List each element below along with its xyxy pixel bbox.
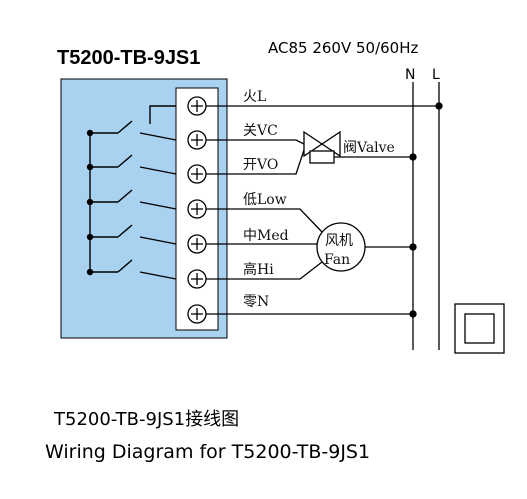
bus-node-4 xyxy=(86,233,94,241)
terminal-label-med: 中Med xyxy=(243,228,289,244)
node-live xyxy=(435,102,443,110)
fan-label-en: Fan xyxy=(324,252,350,268)
switch-blade-2 xyxy=(117,154,133,168)
wire-fan-low xyxy=(206,208,323,233)
wire-fan-hi xyxy=(206,261,323,280)
caption-chinese: T5200-TB-9JS1接线图 xyxy=(54,409,240,430)
bus-node-5 xyxy=(86,268,94,276)
terminal-label-hi: 高Hi xyxy=(243,261,274,278)
node-fan xyxy=(409,243,417,251)
terminal-label-live: 火L xyxy=(243,89,266,105)
switch-blade-5 xyxy=(117,259,133,273)
valve-label: 阀Valve xyxy=(343,140,395,156)
fan-symbol xyxy=(316,222,366,272)
terminal-labels: 火L 关VC 开VO 低Low 中Med 高Hi 零N xyxy=(243,89,289,310)
switch-out-2 xyxy=(139,166,177,175)
device-title: T5200-TB-9JS1 xyxy=(57,47,200,69)
node-valve xyxy=(409,153,417,161)
supply-voltage: AC85 260V 50/60Hz xyxy=(268,39,418,57)
switch-blade-3 xyxy=(117,189,133,203)
external-wiring xyxy=(206,82,443,350)
relay-switches xyxy=(86,105,177,280)
rail-n-label: N xyxy=(405,67,415,83)
node-neutral xyxy=(409,310,417,318)
switch-out-5 xyxy=(139,271,177,280)
live-feed xyxy=(149,105,176,124)
switch-out-4 xyxy=(139,236,177,245)
terminal-screws xyxy=(187,96,207,324)
wire-valve-close xyxy=(206,139,305,145)
switch-out-1 xyxy=(139,132,177,141)
wire-valve-open xyxy=(206,149,305,175)
switch-out-3 xyxy=(139,201,177,210)
inner-square-icon xyxy=(464,313,495,344)
bus-node-2 xyxy=(86,163,94,171)
valve-symbol xyxy=(303,130,341,164)
switch-blade-1 xyxy=(117,120,133,134)
rail-l-label: L xyxy=(432,67,440,83)
switch-blade-4 xyxy=(117,224,133,238)
caption-english: Wiring Diagram for T5200-TB-9JS1 xyxy=(45,441,371,463)
terminal-label-valve-open: 开VO xyxy=(243,157,278,173)
terminal-label-valve-close: 关VC xyxy=(243,123,278,139)
terminal-label-neutral: 零N xyxy=(243,294,269,310)
bus-node-3 xyxy=(86,198,94,206)
fan-label-zh: 风机 xyxy=(325,233,353,249)
bus-node-1 xyxy=(86,129,94,137)
terminal-label-low: 低Low xyxy=(243,192,287,208)
